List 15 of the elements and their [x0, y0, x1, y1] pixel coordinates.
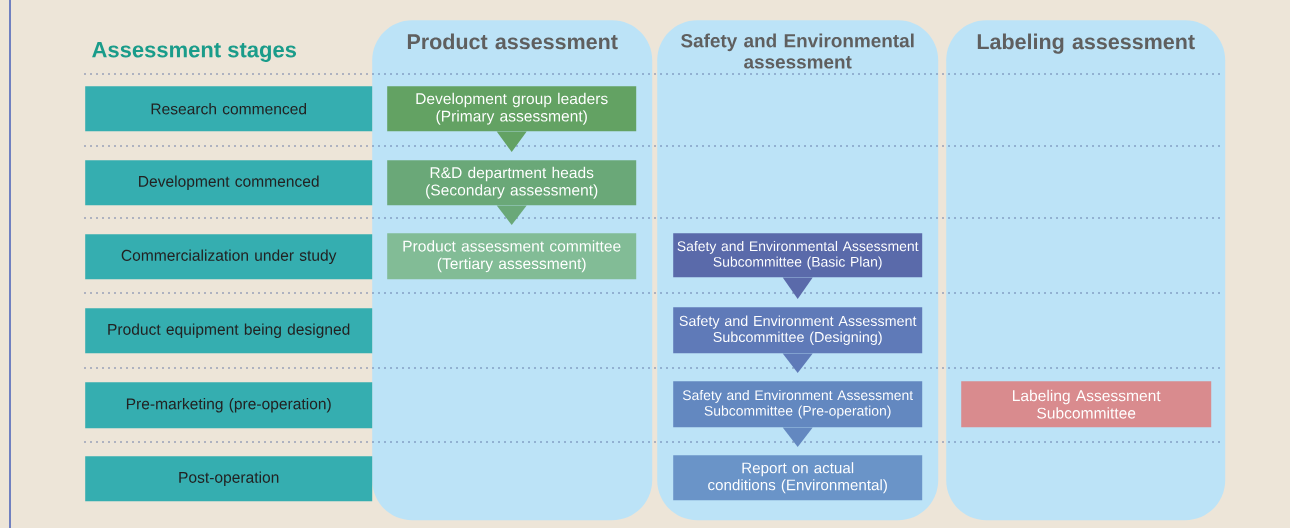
- arrow: [496, 131, 527, 152]
- stage-box: Post-operation: [85, 456, 373, 502]
- process-box: Labeling Assessment Subcommittee: [961, 381, 1212, 428]
- stage-box: Research commenced: [85, 86, 373, 132]
- stage-box: Development commenced: [85, 160, 373, 206]
- stage-box: Product equipment being designed: [85, 308, 373, 354]
- arrow: [782, 427, 813, 447]
- arrow: [782, 277, 813, 299]
- process-box: Product assessment committee (Tertiary assessment): [387, 233, 637, 280]
- stage-box: Pre-marketing (pre-operation): [85, 382, 373, 429]
- process-box: Report on actual conditions (Environmental): [673, 455, 923, 501]
- heading: Assessment stages: [92, 42, 297, 62]
- arrow: [496, 205, 527, 225]
- stage-box: Commercialization under study: [85, 234, 373, 280]
- arrow: [782, 353, 813, 373]
